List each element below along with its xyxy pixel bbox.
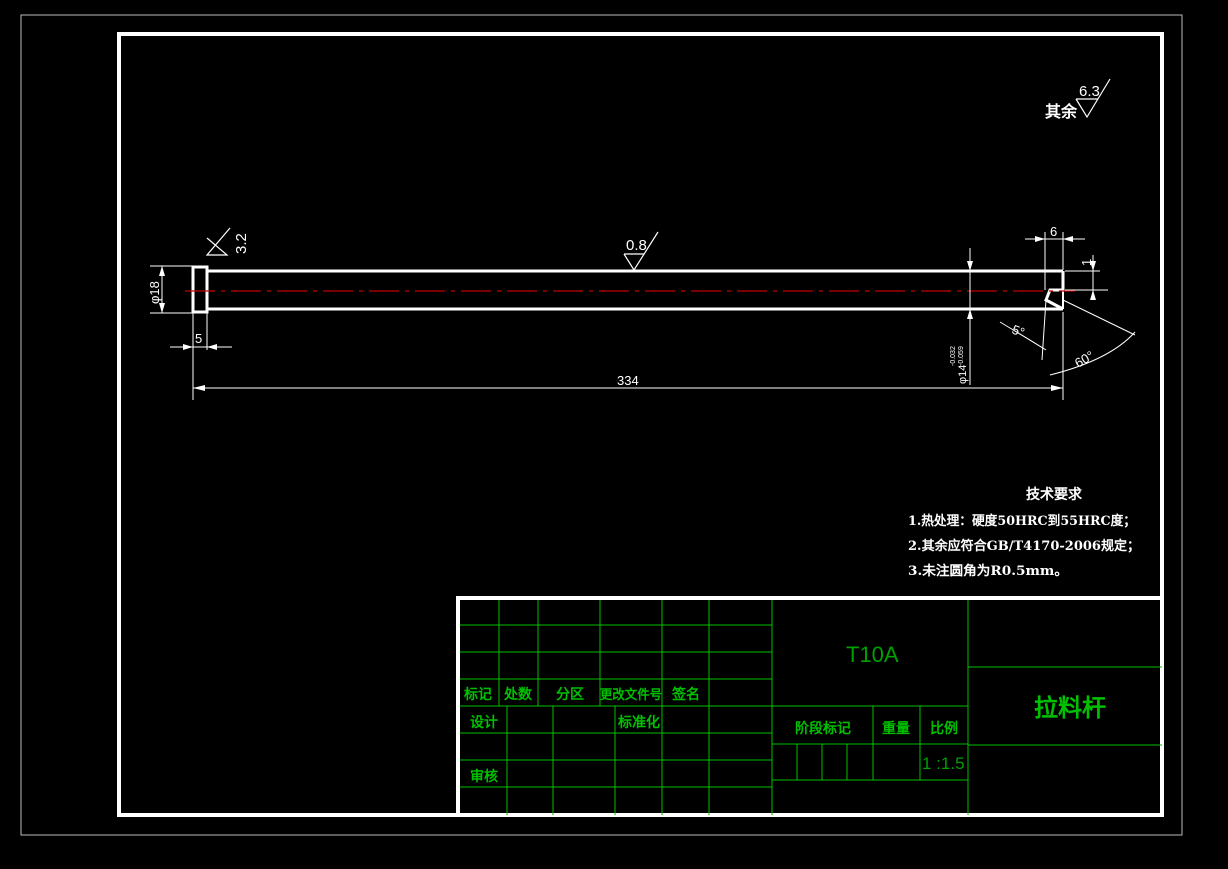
header-change-doc: 更改文件号	[600, 687, 662, 703]
header-review: 审核	[470, 768, 498, 785]
material: T10A	[846, 642, 899, 667]
drawing-frame	[117, 32, 1164, 817]
dim-overall-length: 334	[617, 373, 639, 388]
tech-requirement-2: 2.其余应符合GB/T4170-2006规定；	[908, 538, 1140, 554]
tech-requirements-title: 技术要求	[1026, 486, 1083, 503]
header-zone: 分区	[556, 687, 584, 703]
roughness-symbol-end	[205, 227, 231, 256]
header-scale: 比例	[930, 720, 958, 737]
header-signature: 签名	[671, 686, 700, 703]
dim-slot-depth: 1	[1079, 259, 1094, 266]
dim-shank-tol-lower: -0.059	[958, 346, 965, 366]
header-weight: 重量	[882, 720, 910, 737]
dim-shank-tol-upper: -0.032	[950, 346, 957, 366]
tech-requirement-1: 1.热处理：硬度50HRC到55HRC度；	[908, 513, 1136, 529]
tech-requirements: 技术要求 1.热处理：硬度50HRC到55HRC度； 2.其余应符合GB/T41…	[908, 486, 1140, 579]
tech-requirement-3: 3.未注圆角为R0.5mm。	[908, 563, 1068, 579]
dim-head-length: 5	[195, 331, 202, 346]
header-mark: 标记	[463, 686, 492, 703]
hook-end	[1044, 271, 1065, 311]
sheet-border	[20, 14, 1183, 836]
roughness-body-value: 0.8	[626, 237, 647, 254]
dim-slot-width: 6	[1050, 224, 1057, 239]
roughness-symbol-body	[623, 231, 659, 272]
roughness-end-value: 3.2	[233, 233, 250, 254]
roughness-default-prefix: 其余	[1045, 102, 1078, 121]
header-standardize: 标准化	[617, 714, 660, 731]
roughness-symbols	[205, 78, 1111, 272]
part-name: 拉料杆	[1034, 693, 1106, 722]
rod-head	[191, 265, 209, 314]
roughness-symbol-default	[1075, 78, 1111, 119]
header-stage-mark: 阶段标记	[795, 720, 851, 737]
header-design: 设计	[470, 714, 498, 731]
dim-head-diameter: φ18	[147, 281, 162, 304]
roughness-default-value: 6.3	[1079, 83, 1100, 100]
dim-angle-small: 5°	[1010, 322, 1027, 340]
arrowheads	[159, 236, 1096, 391]
dim-shank-diameter: φ14	[957, 365, 969, 384]
scale-value: 1 :1.5	[922, 754, 965, 773]
part-view	[191, 265, 1065, 314]
title-block: 标记 处数 分区 更改文件号 签名 设计 标准化 审核 阶段标记 重量 比例 拉…	[456, 596, 1162, 815]
header-count: 处数	[503, 686, 533, 703]
